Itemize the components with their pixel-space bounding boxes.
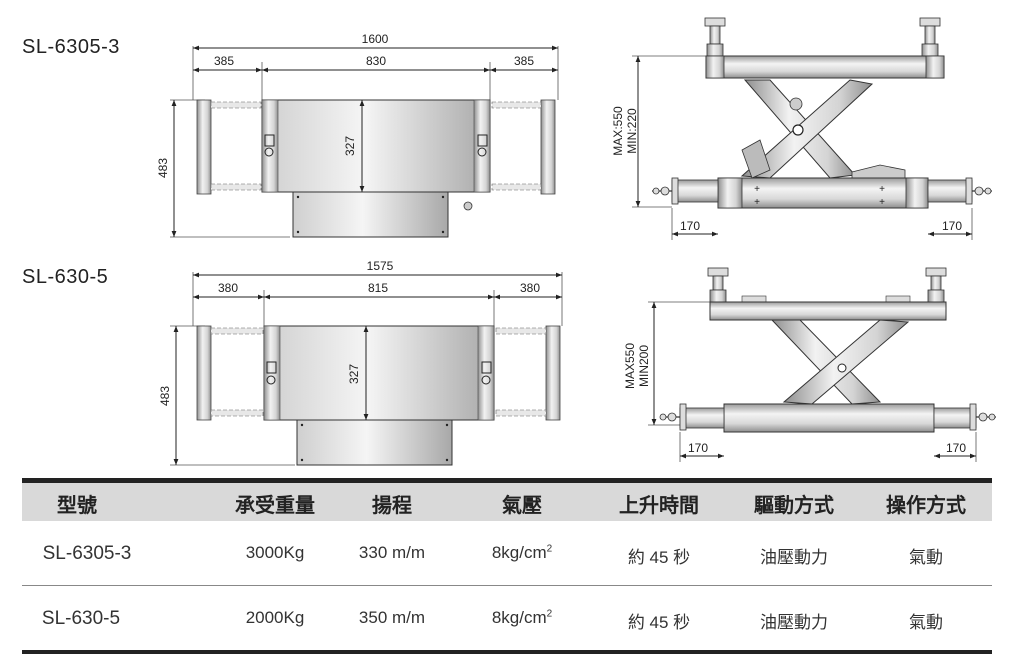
- dim-inner-depth-1: 327: [343, 136, 357, 156]
- model-label-2: SL-630-5: [22, 266, 109, 288]
- cell-pressure: 8kg/cm2: [491, 543, 553, 562]
- dim-height-min-2: MIN200: [637, 345, 651, 387]
- dim-foot-right-1: 170: [942, 219, 962, 233]
- svg-text:+: +: [754, 197, 760, 208]
- svg-text:+: +: [879, 184, 885, 195]
- dim-foot-right-2: 170: [946, 441, 966, 455]
- cell-load: 3000Kg: [245, 543, 305, 562]
- table-bottom-rule: [22, 650, 992, 654]
- side-view-1: MAX:550 MIN:220 + + + +: [611, 17, 992, 240]
- cell-load: 2000Kg: [245, 608, 305, 627]
- svg-text:+: +: [754, 184, 760, 195]
- table-row: SL-630-5 2000Kg 350 m/m 8kg/cm2 約 45 秒 油…: [22, 586, 992, 650]
- dim-depth-2: 483: [158, 386, 172, 406]
- spec-table: 型號 承受重量 揚程 氣壓 上升時間 驅動方式 操作方式 SL-6305-3 3…: [22, 478, 992, 654]
- dim-foot-left-1: 170: [680, 219, 700, 233]
- dim-center-width-2: 815: [368, 281, 388, 295]
- header-lift: 揚程: [372, 495, 412, 517]
- dim-overall-width-2: 1575: [367, 259, 394, 273]
- dim-side-right-1: 385: [514, 54, 534, 68]
- dim-height-max-2: MAX550: [623, 343, 637, 389]
- cell-model: SL-630-5: [41, 608, 121, 629]
- dim-height-min-1: MIN:220: [625, 108, 639, 154]
- spec-table-header: 型號 承受重量 揚程 氣壓 上升時間 驅動方式 操作方式: [22, 478, 992, 521]
- header-drive: 驅動方式: [754, 495, 834, 517]
- row-divider: [22, 585, 992, 586]
- svg-text:+: +: [879, 197, 885, 208]
- dim-overall-width-1: 1600: [362, 32, 389, 46]
- header-model: 型號: [57, 495, 97, 517]
- cell-drive: 油壓動力: [760, 613, 828, 632]
- dim-foot-left-2: 170: [688, 441, 708, 455]
- header-operation: 操作方式: [886, 495, 966, 517]
- dim-depth-1: 483: [156, 158, 170, 178]
- header-pressure: 氣壓: [502, 495, 542, 517]
- dim-height-max-1: MAX:550: [611, 106, 625, 156]
- cell-operation: 氣動: [909, 548, 943, 567]
- header-rise-time: 上升時間: [619, 495, 699, 517]
- cell-model: SL-6305-3: [42, 543, 132, 564]
- cell-rise-time: 約 45 秒: [627, 548, 691, 567]
- cell-drive: 油壓動力: [760, 548, 828, 567]
- dim-center-width-1: 830: [366, 54, 386, 68]
- top-view-1: 1600 385 830 385 483 327: [156, 32, 559, 238]
- cell-rise-time: 約 45 秒: [627, 613, 691, 632]
- dim-side-left-2: 380: [218, 281, 238, 295]
- header-load: 承受重量: [235, 495, 315, 517]
- dim-side-left-1: 385: [214, 54, 234, 68]
- table-row: SL-6305-3 3000Kg 330 m/m 8kg/cm2 約 45 秒 …: [22, 521, 992, 585]
- top-view-2: 1575 380 815 380 483 327: [158, 259, 563, 466]
- dim-inner-depth-2: 327: [347, 364, 361, 384]
- cell-pressure: 8kg/cm2: [491, 608, 553, 627]
- side-view-2: MAX550 MIN200 170 170: [623, 267, 996, 462]
- cell-lift: 330 m/m: [358, 543, 426, 562]
- cell-operation: 氣動: [909, 613, 943, 632]
- model-label-1: SL-6305-3: [22, 36, 120, 58]
- cell-lift: 350 m/m: [358, 608, 426, 627]
- dim-side-right-2: 380: [520, 281, 540, 295]
